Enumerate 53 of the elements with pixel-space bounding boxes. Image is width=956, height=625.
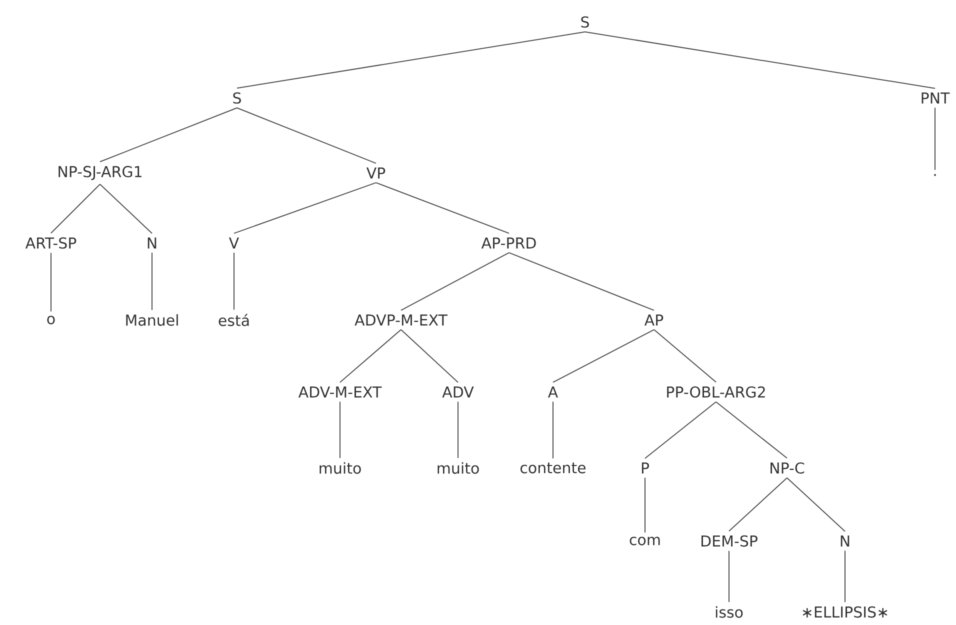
tree-label: AP-PRD (481, 238, 536, 248)
tree-label: S (581, 16, 589, 28)
tree-label: Manuel (126, 314, 178, 326)
tree-label: PP-OBL-ARG2 (667, 386, 765, 398)
tree-label: isso (716, 606, 743, 618)
tree-label: o (47, 316, 55, 324)
tree-branch (400, 329, 458, 383)
tree-label: ADV (442, 386, 474, 398)
tree-label: . (934, 174, 936, 176)
tree-branch (552, 329, 654, 383)
tree-branch (234, 182, 376, 234)
tree-label: PNT (922, 92, 950, 104)
tree-label: está (218, 314, 249, 326)
tree-label: muito (320, 462, 361, 474)
tree-label: NP-SJ-ARG1 (58, 166, 142, 180)
tree-branch (50, 184, 100, 234)
tree-branch (236, 31, 586, 89)
tree-branch (400, 252, 510, 311)
tree-branch (934, 107, 936, 170)
tree-branch (552, 401, 554, 459)
tree-label: DEM-SP (702, 535, 758, 547)
tree-label: VP (366, 168, 386, 178)
tree-label: V (228, 238, 239, 248)
tree-label: ADVP-M-EXT (354, 314, 448, 326)
tree-branch (584, 31, 936, 89)
tree-label: S (233, 92, 241, 104)
tree-branch (236, 107, 376, 164)
tree-branch (786, 477, 846, 532)
tree-label: com (630, 536, 660, 546)
tree-label: P (642, 462, 650, 474)
tree-branch (728, 477, 788, 532)
tree-branch (654, 329, 716, 383)
tree-label: ADV-M-EXT (298, 386, 382, 398)
tree-branch (716, 401, 788, 459)
tree-label: contente (520, 462, 586, 474)
tree-branch (644, 401, 716, 459)
tree-branch (100, 107, 238, 162)
tree-label: N (840, 536, 850, 546)
tree-label: N (148, 238, 156, 248)
tree-label: A (548, 386, 558, 398)
tree-label: NP-C (770, 462, 804, 474)
tree-branch (728, 550, 730, 602)
tree-branch (100, 184, 152, 234)
tree-branch (340, 329, 402, 383)
tree-label: ART-SP (25, 237, 76, 249)
tree-branch (50, 252, 52, 312)
tree-branch (376, 182, 510, 234)
tree-branch (844, 550, 846, 603)
tree-label: ∗ELLIPSIS∗ (802, 606, 888, 618)
tree-label: AP (644, 314, 664, 326)
tree-branch (644, 477, 646, 533)
tree-branch (508, 252, 654, 311)
tree-label: muito (438, 462, 479, 474)
